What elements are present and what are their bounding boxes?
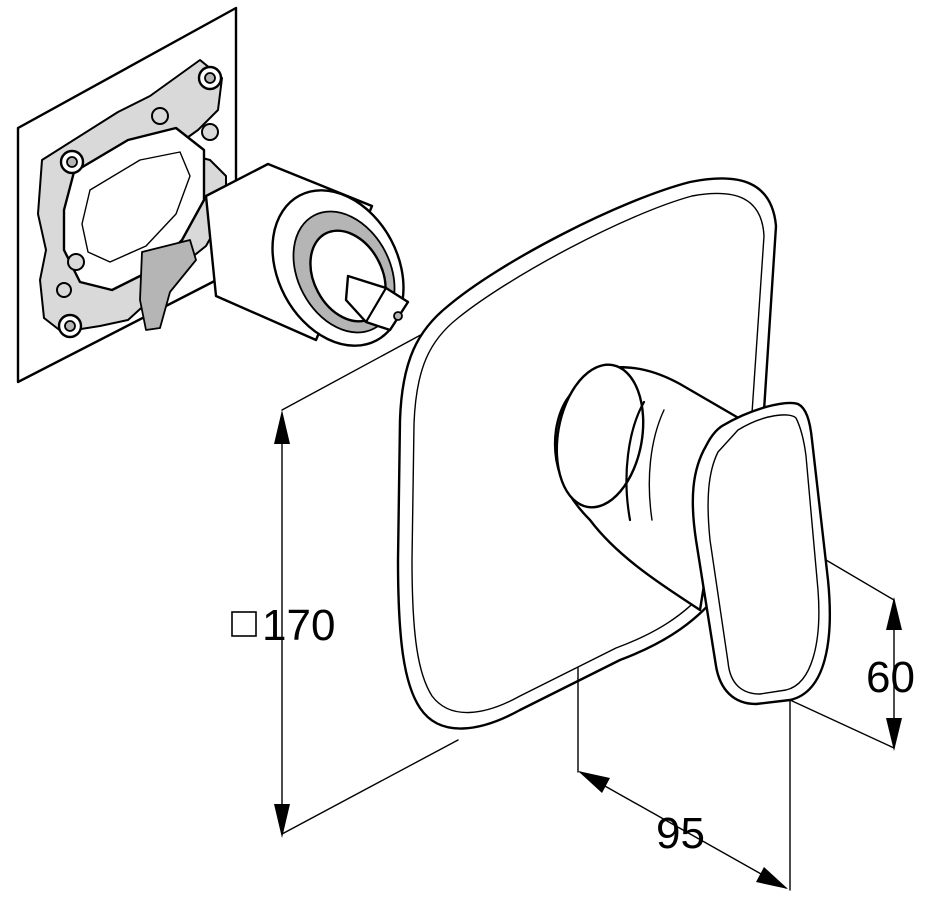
lever-handle [553,363,831,706]
handle-lever [691,401,831,706]
dimension-60: 60 [789,559,915,751]
dimension-label-95: 95 [656,809,705,858]
mounting-screw [197,65,223,91]
concealed-valve-body [16,6,410,384]
dimension-label-170: 170 [262,601,335,650]
dimension-95: 95 [577,667,791,891]
mounting-screw [57,313,83,339]
cover-plate-bevel [411,192,765,714]
square-symbol [231,611,257,637]
mounting-screw [59,149,85,175]
dimension-170: 170 [231,291,501,838]
connector-port [139,239,197,331]
dimension-label-60: 60 [866,653,915,702]
